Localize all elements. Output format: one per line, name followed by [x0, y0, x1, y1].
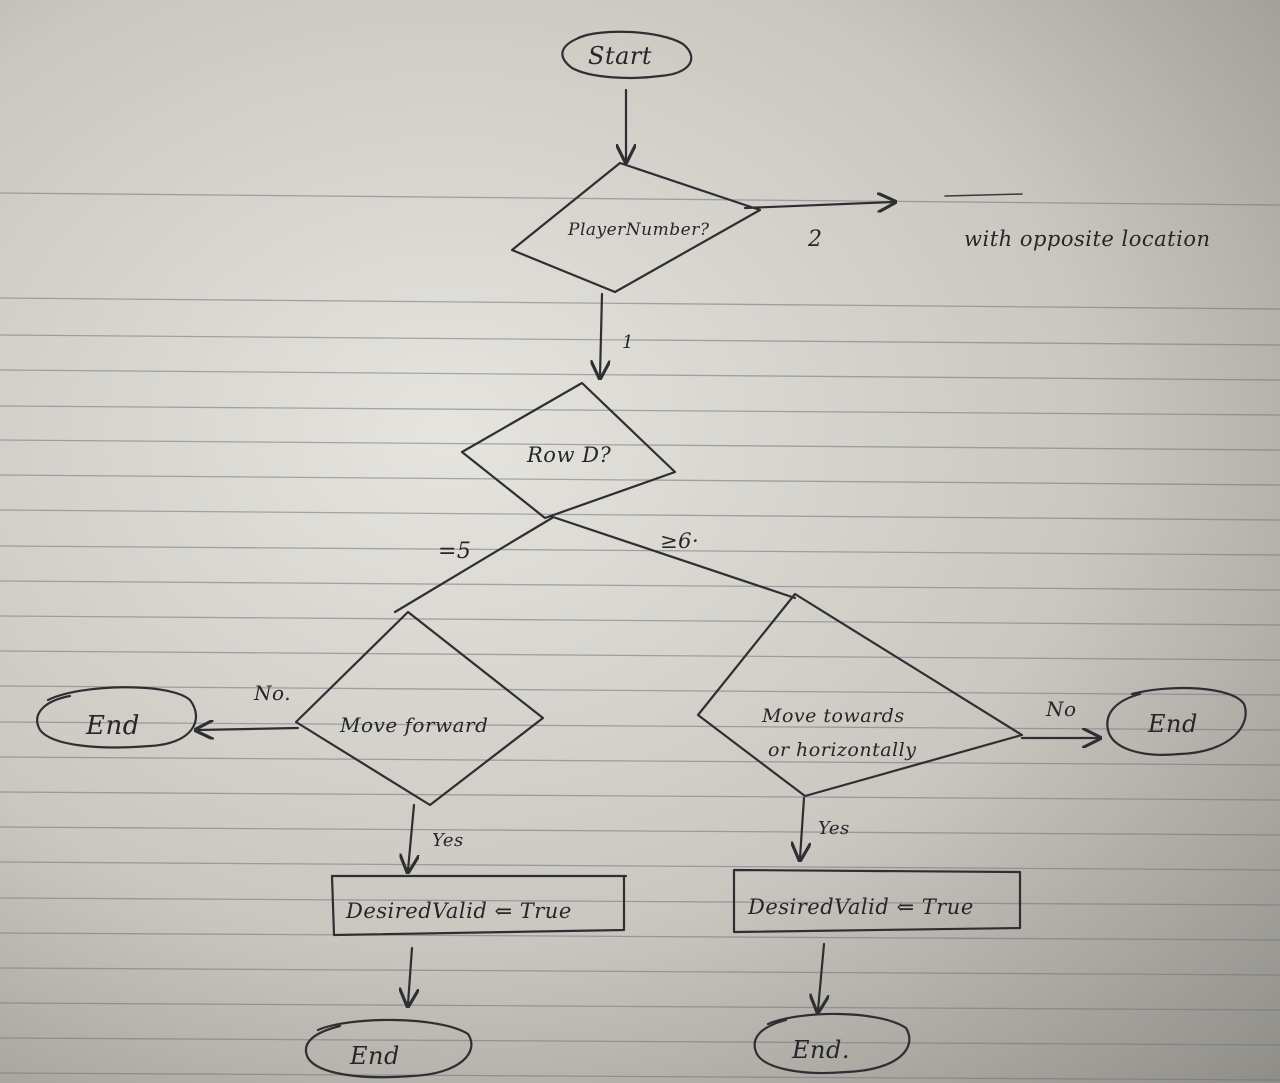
end-bottom-right-label: End. [791, 1036, 850, 1064]
decision-row-d: Row D? [460, 381, 677, 520]
arrow-assign-right-end [818, 942, 824, 1010]
assign-left-label: DesiredValid ⇐ True [345, 899, 572, 923]
decision-move-forward: Move forward [294, 610, 545, 807]
decision-forward-label: Move forward [339, 713, 488, 737]
yes-right-label: Yes [818, 818, 850, 839]
start-label: Start [588, 42, 652, 70]
branch-eq5-label: =5 [438, 539, 471, 564]
ruled-lines [0, 192, 1280, 1081]
assign-box-right: DesiredValid ⇐ True [732, 868, 1022, 934]
arrow-towards-yes [800, 796, 804, 858]
yes-left-label: Yes [432, 830, 464, 851]
decision-player-label: PlayerNumber? [567, 220, 710, 240]
start-terminal: Start [561, 30, 693, 80]
end-left-label: End [85, 711, 140, 741]
decision-row-label: Row D? [526, 443, 611, 467]
arrow-assign-left-end [408, 946, 412, 1004]
decision-towards-line1: Move towards [761, 705, 905, 727]
note-scribble [944, 193, 1023, 197]
no-right-label: No [1045, 697, 1077, 721]
end-terminal-right: End [1106, 686, 1247, 756]
arrow-forward-no [198, 728, 300, 730]
branch-ge6-label: ≥6· [660, 529, 699, 553]
branch-two-label: 2 [807, 227, 823, 252]
end-bottom-left-label: End [349, 1042, 400, 1070]
no-left-label: No. [253, 681, 291, 705]
assign-box-left: DesiredValid ⇐ True [330, 874, 628, 937]
decision-player-number: PlayerNumber? [510, 161, 762, 294]
assign-right-label: DesiredValid ⇐ True [747, 895, 974, 919]
end-terminal-bottom-right: End. [753, 1012, 911, 1075]
opposite-location-note: with opposite location [964, 227, 1211, 251]
arrow-forward-yes [408, 803, 414, 870]
end-terminal-bottom-left: End [304, 1018, 473, 1079]
arrow-player-two [743, 202, 893, 208]
decision-move-towards: Move towards or horizontally [696, 592, 1024, 798]
decision-towards-line2: or horizontally [768, 739, 916, 761]
branch-one-label: 1 [622, 332, 634, 353]
arrow-player-one [600, 292, 602, 376]
line-row-ge6 [548, 514, 797, 600]
end-terminal-left: End [36, 686, 198, 749]
line-row-eq5 [393, 516, 554, 614]
end-right-label: End [1147, 710, 1198, 738]
